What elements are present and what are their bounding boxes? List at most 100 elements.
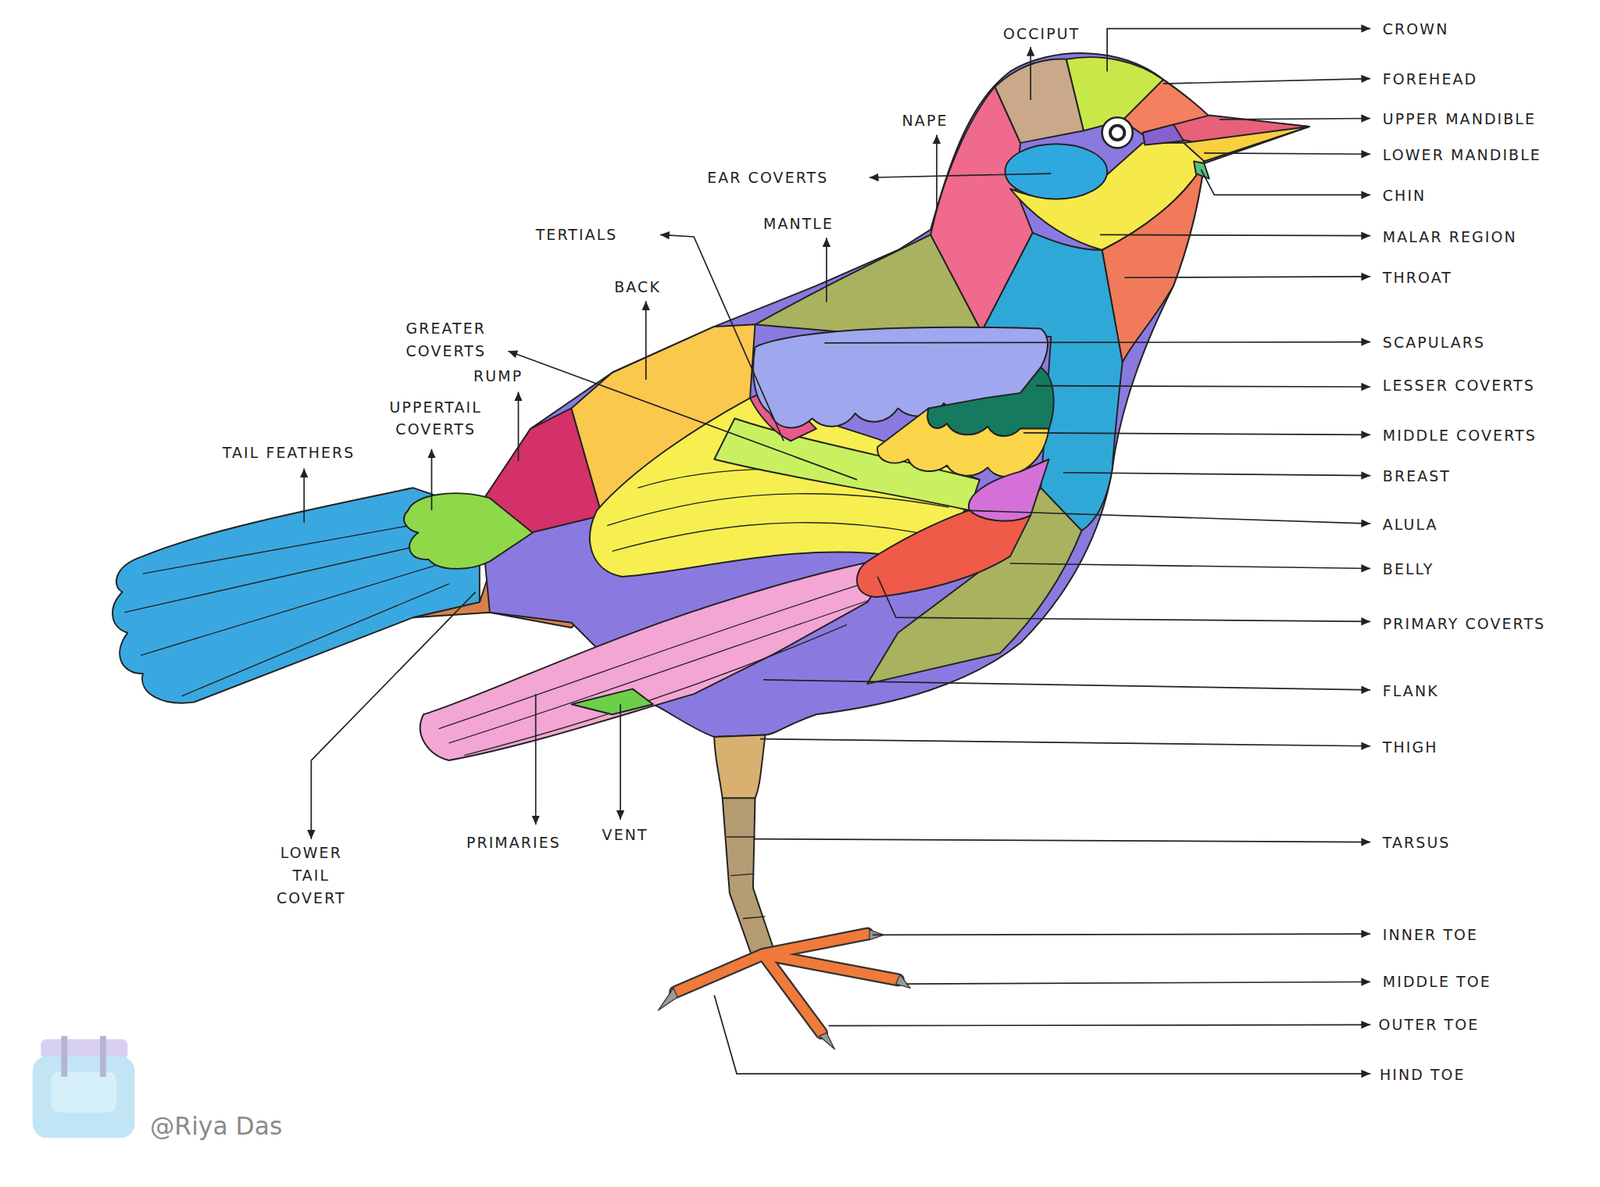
leader-lines <box>1100 234 1371 236</box>
bird-illustration <box>112 53 1310 1050</box>
beak-base <box>1142 124 1184 145</box>
leader-lines <box>825 237 828 302</box>
leader-lines <box>1029 46 1032 100</box>
part-label: PRIMARY COVERTS <box>1382 613 1546 636</box>
tarsus <box>722 797 776 959</box>
part-label: NAPE <box>902 110 949 133</box>
leader-lines <box>1200 169 1371 196</box>
leader-lines <box>824 342 1371 343</box>
part-label: LOWER MANDIBLE <box>1382 144 1542 167</box>
leader-lines <box>1063 472 1371 476</box>
part-label: FOREHEAD <box>1382 69 1478 92</box>
part-label: GREATER COVERTS <box>389 318 503 364</box>
thigh <box>714 734 765 798</box>
leader-lines <box>763 679 1371 690</box>
primaries <box>420 556 899 761</box>
logo-watermark <box>32 1035 136 1139</box>
leader-lines <box>1124 276 1371 278</box>
part-label: LOWER TAIL COVERT <box>267 842 355 910</box>
leader-lines <box>935 134 938 209</box>
leader-lines <box>660 234 784 441</box>
toes <box>675 933 899 1033</box>
primaries <box>439 583 870 755</box>
leader-lines <box>828 1024 1372 1025</box>
vent <box>571 689 653 715</box>
logo-watermark <box>50 1071 117 1112</box>
part-label: PRIMARIES <box>466 832 561 855</box>
part-label: SCAPULARS <box>1382 332 1486 355</box>
leader-lines <box>1107 28 1371 72</box>
body-flank <box>479 53 1310 737</box>
claws <box>657 929 911 1050</box>
leader-lines <box>1035 385 1371 387</box>
primary-coverts <box>857 510 1031 597</box>
leader-lines <box>964 510 1371 524</box>
leader-lines <box>1219 118 1371 120</box>
logo-watermark <box>60 1035 68 1077</box>
part-label: TAIL FEATHERS <box>222 442 356 465</box>
claws <box>819 1032 836 1050</box>
part-label: VENT <box>602 824 649 847</box>
part-label: THROAT <box>1382 267 1453 290</box>
eye <box>1110 125 1125 140</box>
lower-mandible <box>1183 126 1310 161</box>
claws <box>657 987 678 1011</box>
leader-lines <box>753 839 1371 843</box>
leader-lines <box>760 739 1371 747</box>
toes <box>675 933 899 1033</box>
part-label: TERTIALS <box>535 224 618 247</box>
watermark-text: @Riya Das <box>150 1107 283 1145</box>
eye <box>1102 117 1133 148</box>
part-label: BELLY <box>1382 559 1435 582</box>
leader-lines <box>877 576 1371 622</box>
part-label: OCCIPUT <box>1003 23 1080 46</box>
uppertail-coverts <box>403 492 533 569</box>
part-label: INNER TOE <box>1382 924 1479 947</box>
leader-lines <box>303 468 305 523</box>
logo-watermark <box>100 1035 107 1077</box>
eye <box>1102 117 1133 148</box>
part-label: TARSUS <box>1382 832 1451 855</box>
part-label: MIDDLE TOE <box>1382 971 1492 993</box>
leader-lines <box>303 28 1371 1074</box>
leader-lines <box>1010 563 1371 569</box>
leader-lines <box>1203 153 1371 154</box>
leader-lines <box>872 933 1371 935</box>
ear-coverts <box>1005 143 1108 200</box>
part-label: RUMP <box>473 366 523 389</box>
part-label: EAR COVERTS <box>707 167 829 190</box>
leader-lines <box>517 392 520 462</box>
part-label: UPPER MANDIBLE <box>1382 109 1536 132</box>
leader-lines <box>1163 78 1371 85</box>
part-label: CHIN <box>1382 185 1427 208</box>
part-label: MALAR REGION <box>1382 226 1518 249</box>
part-label: BREAST <box>1382 466 1451 489</box>
part-label: UPPERTAIL COVERTS <box>375 396 497 442</box>
middle-coverts <box>877 407 1050 476</box>
part-label: BACK <box>614 276 661 299</box>
tarsus <box>726 836 766 918</box>
leader-lines <box>714 994 1371 1074</box>
leader-lines <box>431 449 433 511</box>
claws <box>896 974 911 988</box>
leader-lines <box>535 693 537 825</box>
part-label: LESSER COVERTS <box>1382 375 1536 398</box>
leader-lines <box>906 981 1371 984</box>
tarsus <box>722 797 776 959</box>
part-label: THIGH <box>1382 736 1439 759</box>
leader-lines <box>645 300 647 380</box>
part-label: FLANK <box>1382 680 1440 703</box>
part-label: HIND TOE <box>1379 1064 1466 1086</box>
leader-lines <box>869 173 1051 178</box>
part-label: OUTER TOE <box>1378 1014 1480 1036</box>
toes <box>675 933 899 1033</box>
leader-lines <box>507 350 858 480</box>
logo-watermark <box>32 1056 136 1138</box>
leader-lines <box>619 703 622 820</box>
leader-lines <box>1023 432 1371 436</box>
part-label: CROWN <box>1382 19 1450 42</box>
part-label: ALULA <box>1382 514 1439 536</box>
part-label: MIDDLE COVERTS <box>1382 425 1537 448</box>
